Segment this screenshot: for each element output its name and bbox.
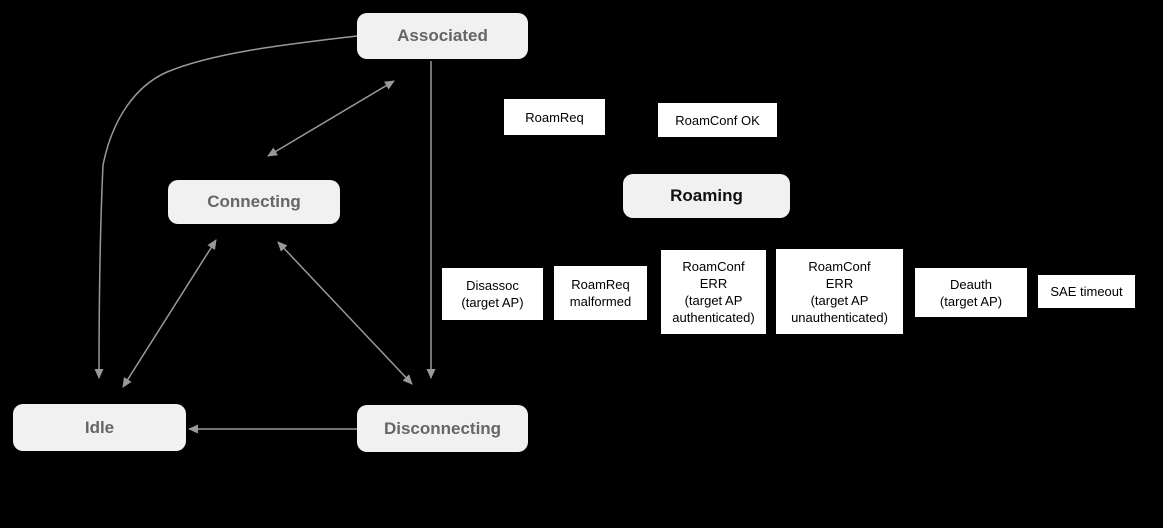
event-label-roamconf-ok: RoamConf OK xyxy=(658,103,777,137)
event-label-roamreq-malformed: RoamReq malformed xyxy=(554,266,647,320)
event-label-sae-timeout: SAE timeout xyxy=(1038,275,1135,308)
state-idle: Idle xyxy=(13,404,186,451)
state-connecting: Connecting xyxy=(168,180,340,224)
transition-connecting-idle-bidirectional xyxy=(122,239,217,388)
event-label-roamconf-err-authenticated: RoamConf ERR (target AP authenticated) xyxy=(661,250,766,334)
transition-connecting-disconnecting-bidirectional xyxy=(277,241,413,385)
state-disconnecting: Disconnecting xyxy=(357,405,528,452)
state-roaming: Roaming xyxy=(623,174,790,218)
event-label-disassoc-target-ap: Disassoc (target AP) xyxy=(442,268,543,320)
event-label-roamconf-err-unauthenticated: RoamConf ERR (target AP unauthenticated) xyxy=(776,249,903,334)
transition-associated-to-idle xyxy=(94,35,358,379)
state-associated: Associated xyxy=(357,13,528,59)
transition-connecting-associated-bidirectional xyxy=(267,80,395,157)
event-label-deauth-target-ap: Deauth (target AP) xyxy=(915,268,1027,317)
event-label-roamreq: RoamReq xyxy=(504,99,605,135)
